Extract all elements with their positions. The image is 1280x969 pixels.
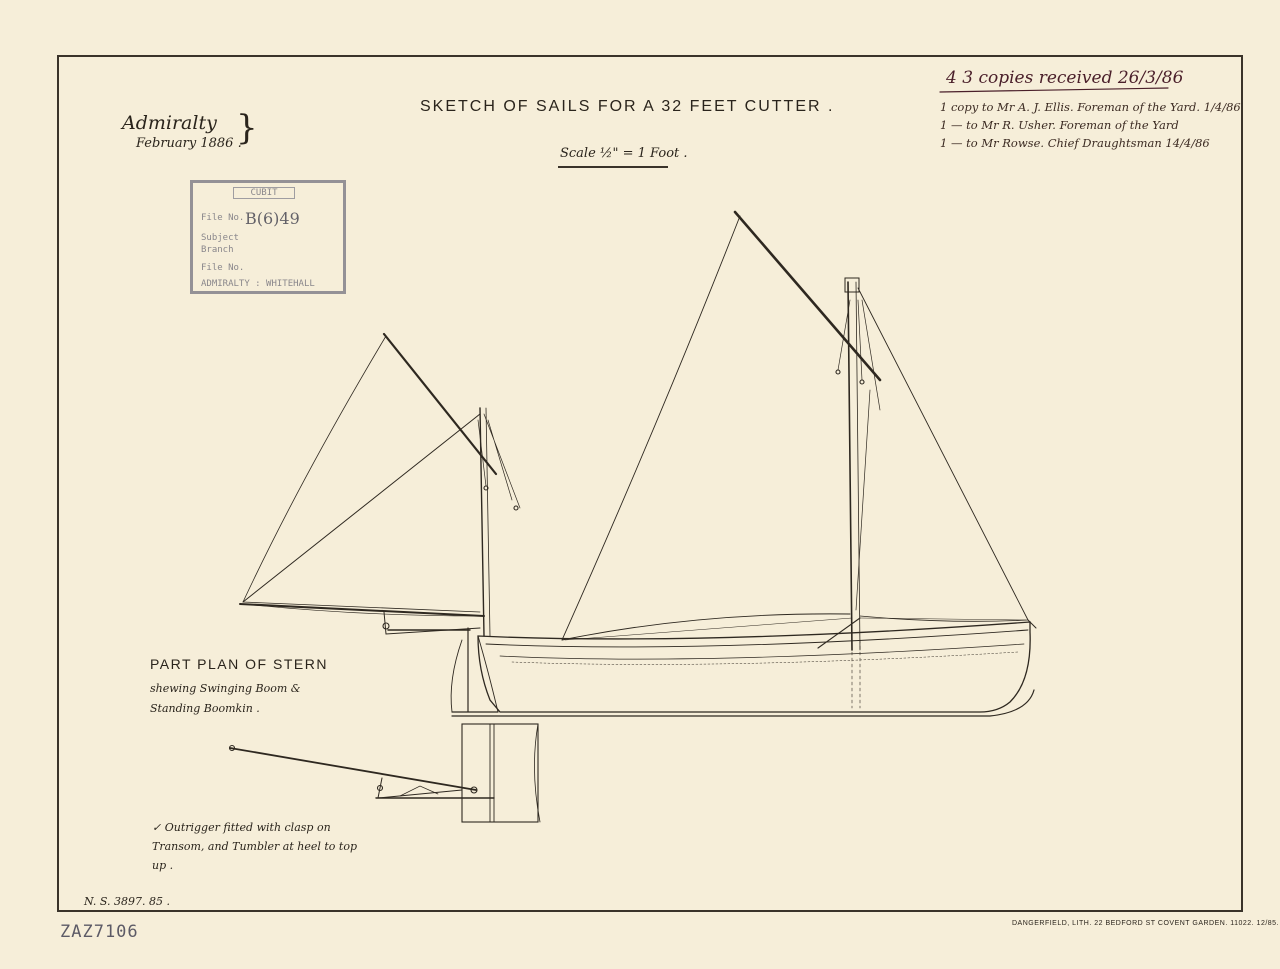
- outrigger-note: ✓ Outrigger fitted with clasp on Transom…: [152, 821, 358, 872]
- copies-heading: 4 3 copies received 26/3/86: [946, 68, 1184, 88]
- stamp-handwritten-reference: B(6)49: [245, 209, 300, 228]
- origin-office: Admiralty: [122, 112, 217, 134]
- drawing-title: SKETCH OF SAILS FOR A 32 FEET CUTTER .: [420, 98, 835, 115]
- stern-plan-heading: PART PLAN OF STERN: [150, 656, 328, 672]
- mizzen-rig: [239, 332, 521, 637]
- stamp-line-4: Branch: [201, 245, 234, 255]
- stern-plan-detail: [228, 723, 541, 823]
- copies-entry-1: 1 copy to Mr A. J. Ellis. Foreman of the…: [940, 100, 1241, 114]
- hull: [450, 619, 1037, 717]
- main-rig: [561, 210, 1029, 651]
- brace-mark: }: [236, 108, 258, 148]
- copies-entry-2: 1 — to Mr R. Usher. Foreman of the Yard: [940, 118, 1179, 132]
- scale-underline: [558, 166, 668, 168]
- stamp-line-2: File No.: [201, 213, 245, 223]
- stamp-line-1: CUBIT: [233, 187, 295, 199]
- catalog-number: ZAZ7106: [60, 922, 139, 942]
- stern-plan-subtitle: shewing Swinging Boom & Standing Boomkin…: [150, 682, 301, 715]
- drawing-border: [57, 55, 1243, 912]
- drawing-scale: Scale ½" = 1 Foot .: [560, 146, 688, 161]
- ns-reference: N. S. 3897. 85 .: [84, 895, 171, 908]
- stamp-line-3: Subject: [201, 233, 239, 243]
- origin-date: February 1886 .: [136, 136, 242, 151]
- copies-heading-underline: [939, 87, 1169, 93]
- copies-entry-3: 1 — to Mr Rowse. Chief Draughtsman 14/4/…: [940, 136, 1210, 150]
- registry-stamp: CUBIT File No. B(6)49 Subject Branch Fil…: [190, 180, 346, 294]
- stamp-line-5: File No.: [201, 263, 245, 273]
- stamp-line-6: ADMIRALTY : WHITEHALL: [201, 279, 315, 289]
- printer-imprint: DANGERFIELD, LITH. 22 BEDFORD ST COVENT …: [1012, 920, 1280, 927]
